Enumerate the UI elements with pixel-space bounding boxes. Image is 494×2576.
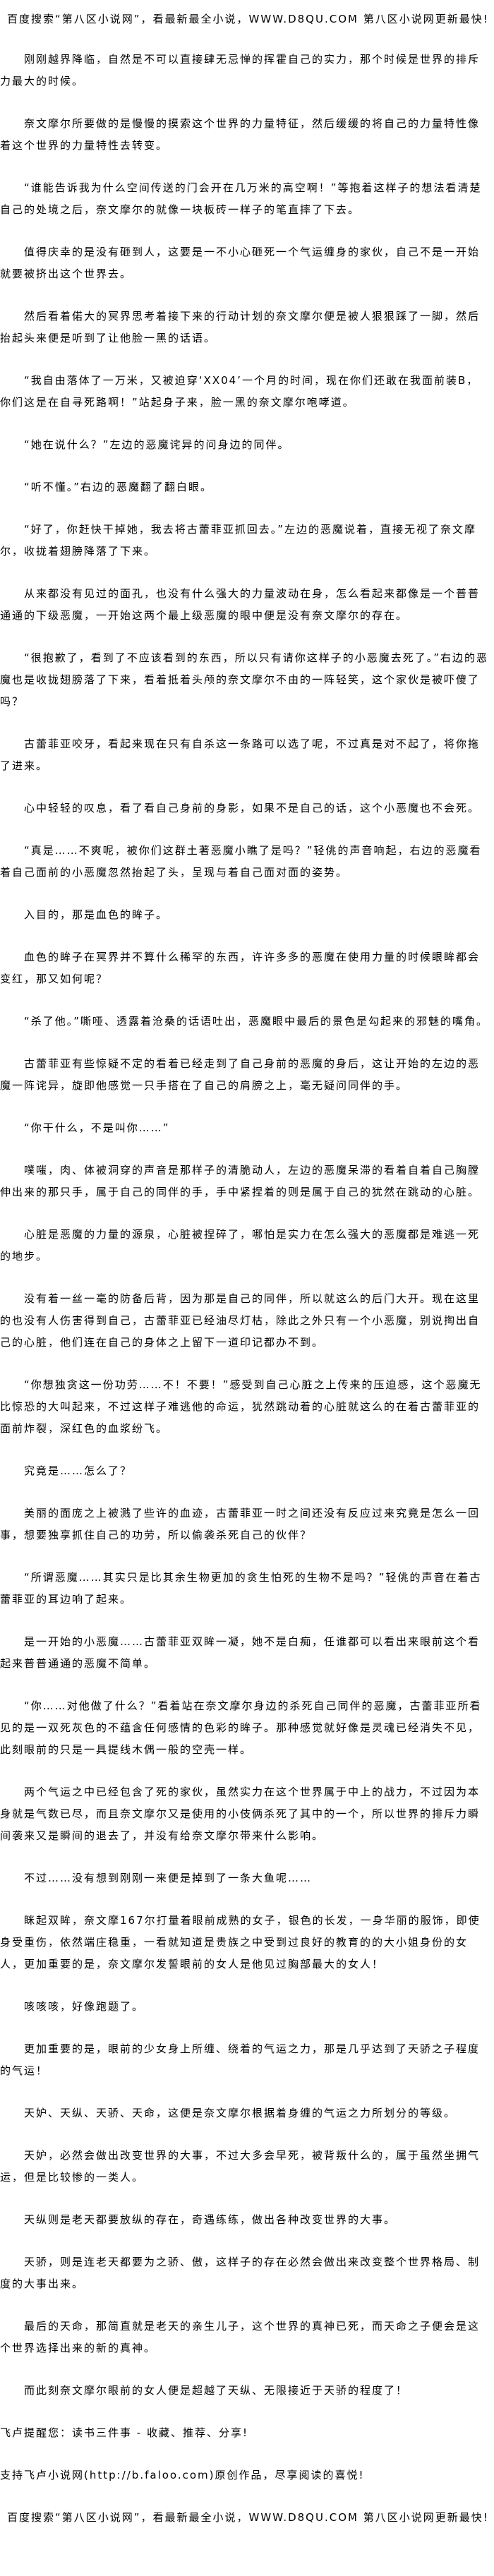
chapter-paragraph: 眯起双眸，奈文摩167尔打量着眼前成熟的女子，银色的长发，一身华丽的服饰，即使身… [0,1914,481,1970]
chapter-paragraph: 是一开始的小恶魔……古蕾菲亚双眸一凝，她不是白痴，任谁都可以看出来眼前这个看起来… [0,1635,481,1670]
faloo-reminder: 飞卢提醒您：读书三件事 - 收藏、推荐、分享! [0,2426,248,2439]
chapter-paragraph: 天纵则是老天都要放纵的存在，奇遇练练，做出各种改变世界的大事。 [24,2213,397,2226]
chapter-paragraph: 天妒、天纵、天骄、天命，这便是奈文摩尔根据着身缠的气运之力所划分的等级。 [24,2107,457,2119]
chapter-paragraph: 古蕾菲亚有些惊疑不定的看着已经走到了自己身前的恶魔的身后，这让开始的左边的恶魔一… [0,1057,481,1092]
chapter-paragraph: “所谓恶魔……其实只是比其余生物更加的贪生怕死的生物不是吗？”轻佻的声音在着古蕾… [0,1571,482,1606]
chapter-paragraph: 咳咳咳，好像跑题了。 [24,2000,145,2013]
chapter-paragraph: “你想独贪这一份功劳……不！不要！”感受到自己心脏之上传来的压迫感，这个恶魔无比… [0,1378,482,1435]
chapter-paragraph: “我自由落体了一万米，又被迫穿‘XX04’一个月的时间，现在你们还敢在我面前装B… [0,374,479,409]
chapter-paragraph: 血色的眸子在冥界并不算什么稀罕的东西，许许多多的恶魔在使用力量的时候眼眸都会变红… [0,951,481,985]
chapter-paragraph: 值得庆幸的是没有砸到人，这要是一不小心砸死一个气运缠身的家伙，自己不是一开始就要… [0,246,481,280]
chapter-paragraph: 更加重要的是，眼前的少女身上所缠、绕着的气运之力，那是几乎达到了天骄之子程度的气… [0,2042,481,2077]
chapter-paragraph: 心中轻轻的叹息，看了看自己身前的身影，如果不是自己的话，这个小恶魔也不会死。 [24,802,481,814]
chapter-paragraph: 入目的，那是血色的眸子。 [24,908,169,921]
chapter-paragraph: “她在说什么？”左边的恶魔诧异的问身边的同伴。 [24,438,290,451]
chapter-paragraph: 不过……没有想到刚刚一来便是掉到了一条大鱼呢…… [24,1872,313,1884]
chapter-paragraph: 然后看着偌大的冥界思考着接下来的行动计划的奈文摩尔便是被人狠狠踩了一脚，然后抬起… [0,310,481,344]
chapter-paragraph: “听不懂。”右边的恶魔翻了翻白眼。 [24,481,213,493]
chapter-page: 百度搜索“第八区小说网”，看最新最全小说，WWW.D8QU.COM 第八区小说网… [0,13,490,2524]
chapter-paragraph: 刚刚越界降临，自然是不可以直接肆无忌惮的挥霍自己的实力，那个时候是世界的排斥力最… [0,53,481,88]
chapter-paragraph: “真是……不爽呢，被你们这群土著恶魔小瞧了是吗？”轻佻的声音响起，右边的恶魔看着… [0,844,482,879]
site-banner-top: 百度搜索“第八区小说网”，看最新最全小说，WWW.D8QU.COM 第八区小说网… [7,13,489,25]
chapter-paragraph: 古蕾菲亚咬牙，看起来现在只有自杀这一条路可以选了呢，不过真是对不起了，将你拖了进… [0,738,481,772]
chapter-paragraph: “你……对他做了什么？”看着站在奈文摩尔身边的杀死自己同伴的恶魔，古蕾菲亚所看见… [0,1699,482,1756]
chapter-paragraph: 究竟是……怎么了？ [24,1464,133,1477]
chapter-paragraph: 天骄，则是连老天都要为之骄、傲，这样子的存在必然会做出来改变整个世界格局、制度的… [0,2256,481,2290]
chapter-paragraph: 从来都没有见过的面孔，也没有什么强大的力量波动在身，怎么看起来都像是一个普普通通… [0,587,481,622]
chapter-paragraph: 两个气运之中已经包含了死的家伙，虽然实力在这个世界属于中上的战力，不过因为本身就… [0,1786,481,1842]
chapter-paragraph: “很抱歉了，看到了不应该看到的东西，所以只有请你这样子的小恶魔去死了。”右边的恶… [0,651,489,708]
chapter-paragraph: 天妒，必然会做出改变世界的大事，不过大多会早死，被背叛什么的，属于虽然坐拥气运，… [0,2149,481,2184]
chapter-paragraph: “谁能告诉我为什么空间传送的门会开在几万米的高空啊！”等抱着这样子的想法看清楚自… [0,181,482,216]
chapter-paragraph: “杀了他。”嘶哑、透露着沧桑的话语吐出，恶魔眼中最后的景色是勾起来的邪魅的嘴角。 [24,1015,489,1028]
faloo-support-notice: 支持飞卢小说网(http://b.faloo.com)原创作品，尽享阅读的喜悦! [0,2469,365,2481]
chapter-paragraph: 噗嗤，肉、体被洞穿的声音是那样子的清脆动人，左边的恶魔呆滞的看着自着自己胸膛伸出… [0,1164,481,1198]
chapter-paragraph: 美丽的面庞之上被溅了些许的血迹，古蕾菲亚一时之间还没有反应过来究竟是怎么一回事，… [0,1507,481,1541]
chapter-paragraph: “好了，你赶快干掉她，我去将古蕾菲亚抓回去。”左边的恶魔说着，直接无视了奈文摩尔… [0,523,477,558]
chapter-body: 刚刚越界降临，自然是不可以直接肆无忌惮的挥霍自己的实力，那个时候是世界的排斥力最… [0,49,490,2402]
site-banner-bottom: 百度搜索“第八区小说网”，看最新最全小说，WWW.D8QU.COM 第八区小说网… [7,2511,489,2524]
chapter-paragraph: 而此刻奈文摩尔眼前的女人便是超越了天纵、无限接近于天骄的程度了！ [24,2384,409,2397]
chapter-paragraph: 奈文摩尔所要做的是慢慢的摸索这个世界的力量特征，然后缓缓的将自己的力量特性像着这… [0,117,481,152]
chapter-paragraph: “你干什么，不是叫你……” [24,1121,170,1134]
chapter-paragraph: 最后的天命，那简直就是老天的亲生儿子，这个世界的真神已死，而天命之子便会是这个世… [0,2320,481,2354]
chapter-paragraph: 心脏是恶魔的力量的源泉，心脏被捏碎了，哪怕是实力在怎么强大的恶魔都是难逃一死的地… [0,1228,481,1263]
chapter-paragraph: 没有着一丝一毫的防备后背，因为那是自己的同伴，所以就这么的后门大开。现在这里的也… [0,1292,481,1349]
